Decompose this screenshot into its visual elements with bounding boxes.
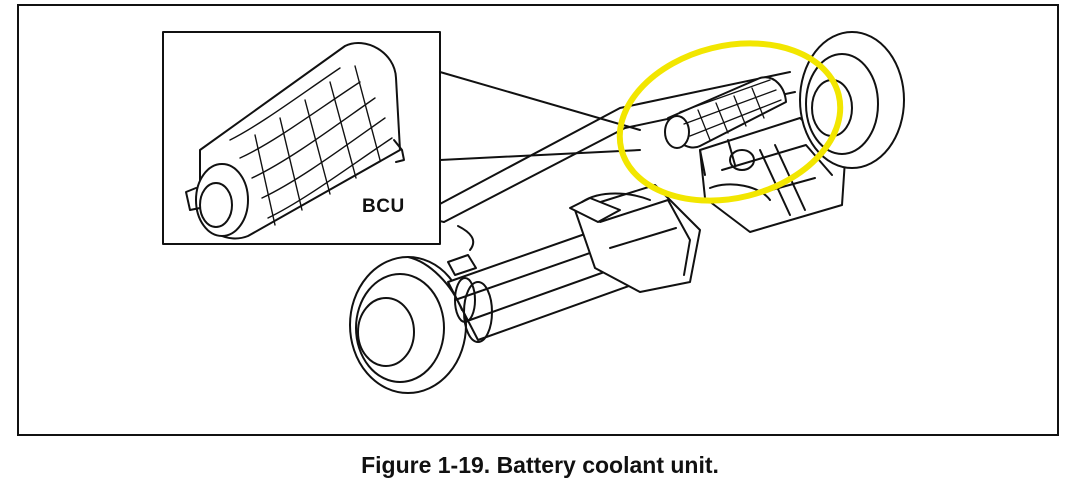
callout-leaders — [439, 71, 641, 161]
highlight-ring — [616, 40, 844, 204]
bcu-detail — [185, 41, 405, 240]
bcu-in-place — [664, 76, 787, 176]
center-housing — [569, 184, 701, 293]
axle-drawing — [162, 31, 905, 394]
left-wheel — [349, 256, 467, 394]
figure-caption: Figure 1-19. Battery coolant unit. — [361, 452, 719, 478]
right-wheel — [799, 31, 905, 169]
bcu-label: BCU — [362, 196, 405, 217]
